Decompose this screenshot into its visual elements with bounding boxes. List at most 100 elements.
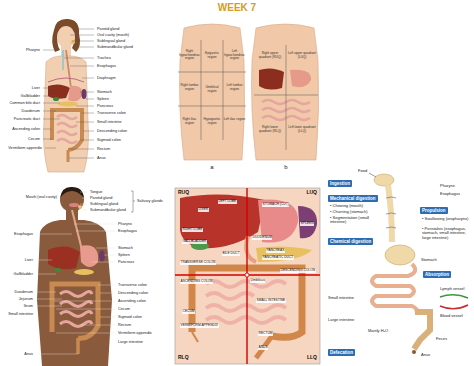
mouth: [69, 203, 79, 207]
process-box: Ingestion: [328, 180, 352, 187]
umbilicus: [245, 273, 249, 277]
organ-label: Jejunum: [19, 297, 33, 301]
organ-label: Pharynx: [118, 222, 132, 226]
process-box: Defecation: [328, 349, 355, 356]
organ-label: SMALL INTESTINE: [256, 299, 286, 303]
process-label: • Swallowing (oropharynx): [422, 217, 470, 221]
region-label: Epigastric region: [201, 52, 223, 59]
pancreas: [58, 102, 78, 107]
esophagus: [66, 50, 71, 88]
organ-label: Submandibular gland: [90, 208, 126, 212]
organ-label: Vermiform appendix: [118, 331, 152, 335]
process-name: Ingestion: [330, 181, 350, 186]
colon: [52, 110, 82, 150]
organ-label: Oral cavity (mouth): [97, 33, 129, 37]
organ-label: DUODENUM: [252, 236, 272, 240]
region-label: Left lower quadrant (LLQ): [288, 126, 316, 133]
process-box: Mechanical digestion: [328, 195, 378, 202]
organ-label: Descending colon: [118, 291, 148, 295]
leader-lines: [43, 29, 94, 158]
colon: [52, 284, 98, 338]
quadrant-label: RLQ: [178, 355, 189, 361]
organ-label: DESCENDING COLON: [280, 269, 316, 273]
liver: [48, 84, 70, 98]
organ-label: GALLBLADDER: [182, 240, 207, 244]
panel-letter: a: [210, 164, 213, 171]
quadrant-label: LUQ: [306, 190, 317, 196]
organ-label: Duodenum: [21, 109, 40, 113]
rectum: [76, 338, 80, 354]
peristalsis-waves: [386, 197, 396, 228]
organ-label: Pancreas: [97, 104, 113, 108]
organ-label: Sigmoid colon: [118, 315, 142, 319]
organ-label: Parotid gland: [97, 27, 119, 31]
organ-label: Cecum: [28, 137, 40, 141]
process-name: Mechanical digestion: [330, 196, 376, 201]
esophagus: [72, 210, 82, 250]
food-arrow: [369, 173, 376, 177]
organ-label: Large intestine: [118, 340, 143, 344]
organ-label: Esophagus: [97, 64, 116, 68]
region-label: Right iliac region: [179, 118, 201, 125]
region-label: Left lumbar region: [224, 84, 246, 91]
salivary-gland: [71, 40, 75, 44]
liver: [48, 246, 80, 269]
region-label: Right lumbar region: [179, 84, 201, 91]
organ-label: Rectum: [97, 147, 110, 151]
torso-regions: [180, 24, 245, 160]
process-label: Lymph vessel: [440, 287, 464, 291]
region-label: Right hypochondriac region: [179, 50, 201, 61]
organ-label: Spleen: [118, 253, 130, 257]
organ-label: Tongue: [90, 190, 102, 194]
organ-label: Pancreatic duct: [14, 117, 40, 121]
panel-letter: b: [284, 164, 287, 171]
feces: [412, 350, 416, 354]
organ-label: Submandibular gland: [97, 45, 133, 49]
organ-label: Pharynx: [26, 48, 40, 52]
process-label: Large intestine: [328, 318, 354, 322]
organ-label: Pancreas: [118, 260, 134, 264]
organ-label: Cecum: [118, 307, 130, 311]
process-label: Stomach: [421, 258, 437, 262]
process-label: Food: [358, 169, 367, 173]
region-label: Hypogastric region: [201, 118, 223, 125]
quadrant-label: LLQ: [307, 355, 317, 361]
torso: [44, 56, 89, 172]
liver: [259, 68, 284, 89]
trachea: [62, 50, 64, 70]
process-box: Propulsion: [420, 207, 448, 214]
organ-label: Parotid gland: [90, 196, 112, 200]
organ-label: Salivary glands: [137, 199, 163, 203]
organ-label: Liver: [25, 258, 33, 262]
process-label: Feces: [436, 337, 447, 341]
region-label: Right lower quadrant (RLQ): [256, 126, 284, 133]
organ-label: Sigmoid colon: [97, 138, 121, 142]
organ-label: TRANSVERSE COLON: [180, 261, 216, 265]
organ-label: SPLEEN: [300, 222, 314, 226]
organ-label: Transverse colon: [118, 283, 147, 287]
organ-label: Descending colon: [97, 129, 127, 133]
process-label: • Segmentation (small intestine): [330, 216, 374, 225]
spleen: [298, 206, 317, 238]
region-label: Right upper quadrant (RUQ): [256, 52, 284, 59]
stomach: [68, 86, 82, 102]
bracket: [131, 191, 135, 212]
rectum: [67, 150, 70, 162]
organ-label: BILE DUCT: [222, 252, 240, 256]
organ-label: Esophagus: [118, 229, 137, 233]
organ-label: Anus: [24, 352, 33, 356]
organ-label: Ascending colon: [118, 299, 146, 303]
organ-label: Stomach: [118, 246, 133, 250]
process-label: Mainly H₂O: [368, 329, 388, 333]
torso-quadrants: [252, 24, 319, 160]
quadrant-lines: [254, 45, 318, 150]
organ-label: Anus: [97, 156, 106, 160]
small-intestine: [372, 264, 417, 312]
organ-label: Ileum: [24, 304, 33, 308]
spleen: [99, 250, 105, 262]
gallbladder: [55, 268, 61, 272]
salivary-gland: [78, 205, 82, 209]
appendix: [192, 332, 198, 342]
organ-label: Small intestine: [97, 120, 122, 124]
